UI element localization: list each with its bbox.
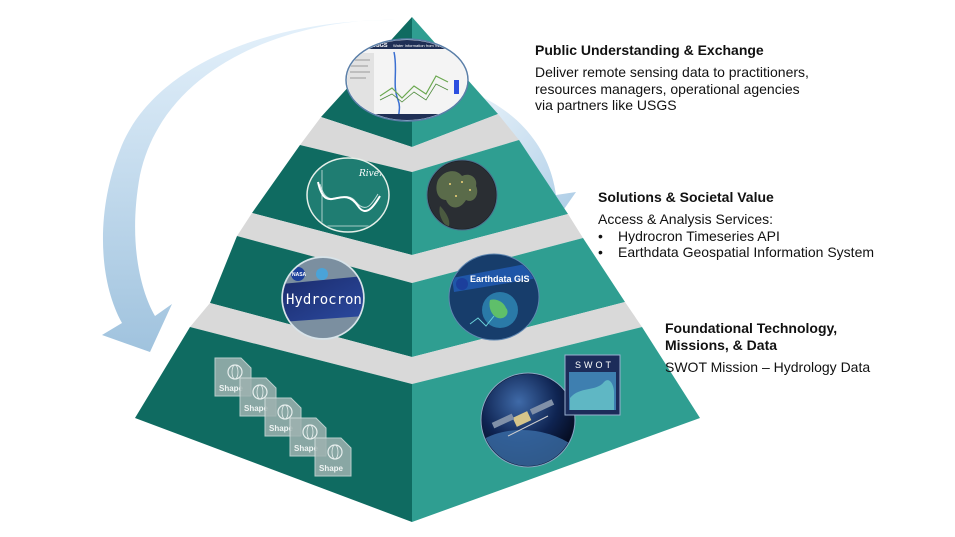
tier1-line: resources managers, operational agencies <box>535 80 800 97</box>
tier2-title: Solutions & Societal Value <box>598 189 774 205</box>
swot-label: SWOT <box>575 360 614 370</box>
bullet-text: Earthdata Geospatial Information System <box>618 244 875 260</box>
tier3-title-line: Foundational Technology, <box>665 320 838 336</box>
tier3-title-line: Missions, & Data <box>665 337 778 353</box>
earthdata-gis-label: Earthdata GIS <box>470 274 530 284</box>
riverid-thumbnail: RiverID <box>306 157 394 233</box>
hydrocron-thumbnail: NASA Hydrocron <box>281 256 365 340</box>
cycle-arrow-left <box>102 19 395 352</box>
shape-label: Shape <box>319 464 344 473</box>
usgs-logo-text: USGS <box>372 43 388 49</box>
swot-logo-card: SWOT <box>564 354 621 416</box>
shapefile-icon: Shape <box>314 437 352 477</box>
globe-meridian <box>331 444 339 460</box>
tier1-line: via partners like USGS <box>535 97 677 113</box>
tier1-line: Deliver remote sensing data to practitio… <box>535 64 809 80</box>
usgs-map-thumbnail: USGS Water Information from SWOT <box>345 38 469 122</box>
earthdata-gis-thumbnail: Earthdata GIS <box>448 253 540 341</box>
tier2-bullet: • Earthdata Geospatial Information Syste… <box>598 244 874 261</box>
hydrocron-label: Hydrocron <box>286 292 362 308</box>
bullet-text: Hydrocron Timeseries API <box>618 227 780 244</box>
earth-thumbnail <box>426 159 498 231</box>
globe-meridian <box>231 364 239 380</box>
gray-band-1 <box>300 114 519 172</box>
tier3-title: Foundational Technology, Missions, & Dat… <box>665 320 837 354</box>
globe-meridian <box>306 424 314 440</box>
shape-label: Shape <box>269 424 294 433</box>
tier1-title: Public Understanding & Exchange <box>535 42 764 58</box>
globe-meridian <box>256 384 264 400</box>
gray-band-2 <box>237 213 583 283</box>
globe-meridian <box>281 404 289 420</box>
tier2-intro: Access & Analysis Services: <box>598 211 774 227</box>
tier1-description: Deliver remote sensing data to practitio… <box>535 64 809 114</box>
tier3-description: SWOT Mission – Hydrology Data <box>665 359 871 375</box>
bullet-glyph: • <box>598 227 603 244</box>
shape-label: Shape <box>219 384 244 393</box>
swot-satellite-image <box>480 372 576 468</box>
gray-band-3 <box>190 302 642 384</box>
shape-label: Shape <box>244 404 269 413</box>
tier2-description: Access & Analysis Services: • Hydrocron … <box>598 211 874 261</box>
tier2-bullet: • Hydrocron Timeseries API <box>598 228 874 245</box>
usgs-page-title: Water Information from SWOT <box>393 43 447 48</box>
riverid-label: RiverID <box>358 169 394 179</box>
shape-label: Shape <box>294 444 319 453</box>
nasa-badge-text: NASA <box>292 272 307 278</box>
bullet-glyph: • <box>598 244 603 260</box>
